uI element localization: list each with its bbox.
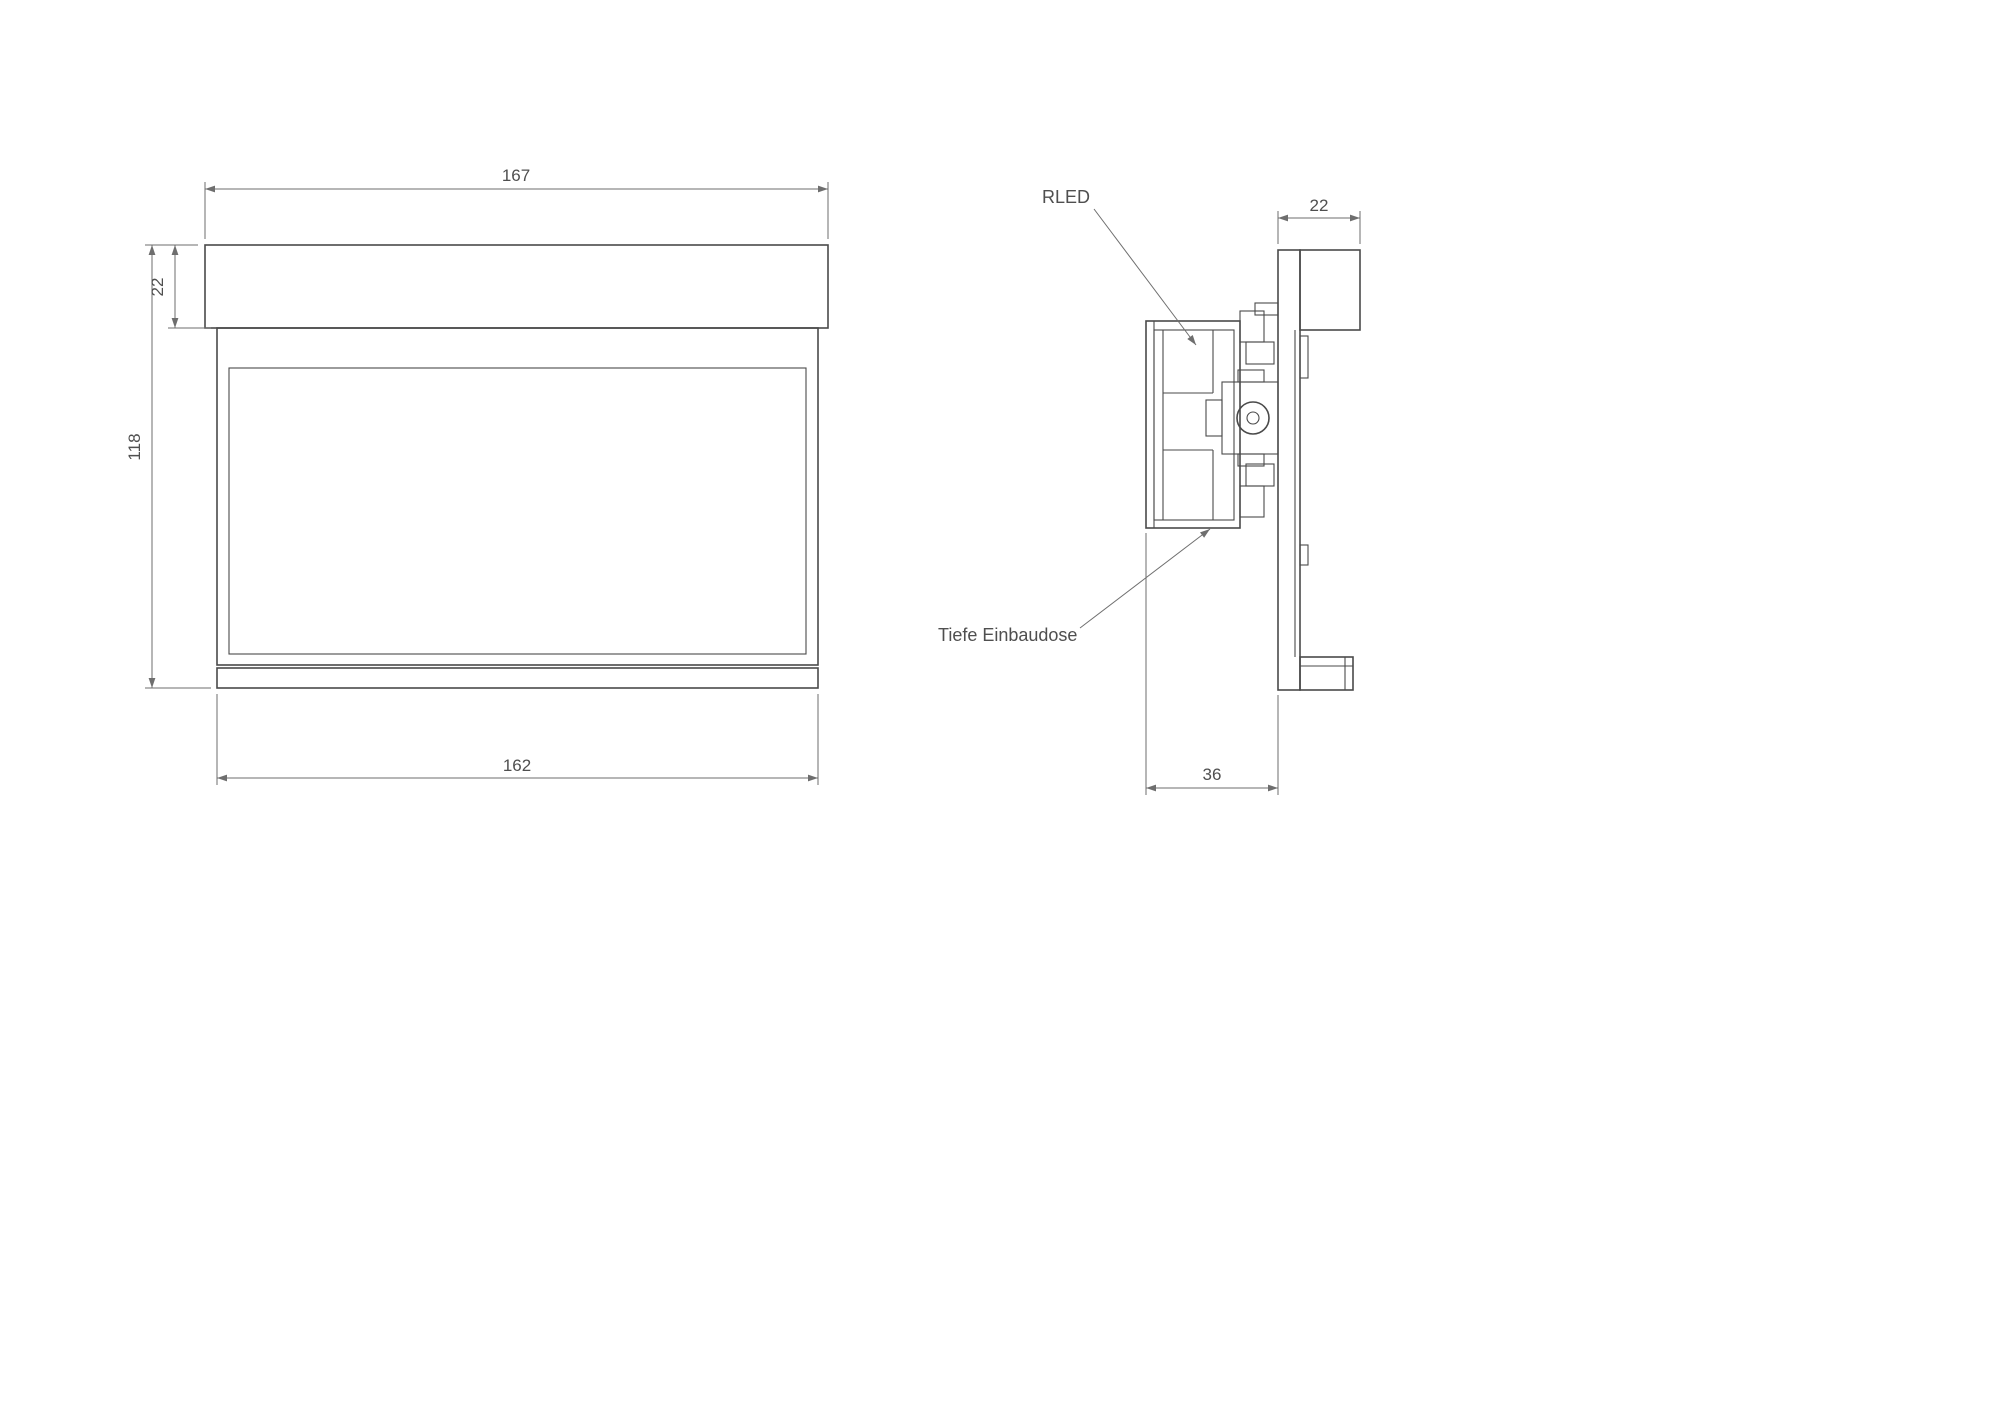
screw-head bbox=[1236, 401, 1270, 435]
einbaudose-body bbox=[1145, 320, 1241, 529]
mount-tab-top bbox=[1254, 302, 1279, 316]
dim-label-thickness-side: 22 bbox=[1310, 196, 1329, 215]
mount-claw-bottom bbox=[1239, 485, 1265, 518]
label-tiefe-einbaudose: Tiefe Einbaudose bbox=[938, 625, 1077, 645]
mount-claw-bottom-detail bbox=[1245, 463, 1275, 487]
side-plate-detail bbox=[1299, 335, 1309, 379]
side-foot bbox=[1299, 656, 1354, 691]
bracket-stub bbox=[1205, 399, 1223, 437]
leader-line-rled bbox=[1093, 208, 1197, 346]
side-plate-detail bbox=[1299, 544, 1309, 566]
mount-claw-top-detail bbox=[1245, 341, 1275, 365]
dimension-lines bbox=[145, 182, 1361, 795]
mount-claw-top bbox=[1239, 310, 1265, 343]
dim-label-box-depth: 36 bbox=[1203, 765, 1222, 784]
front-bottom-strip bbox=[216, 667, 819, 689]
label-rled: RLED bbox=[1042, 187, 1090, 207]
screw-head-center bbox=[1246, 411, 1260, 425]
dim-label-width-bottom: 162 bbox=[503, 756, 531, 775]
front-face-panel bbox=[228, 367, 807, 655]
dim-label-width-top: 167 bbox=[502, 166, 530, 185]
side-view bbox=[1145, 249, 1361, 691]
side-mount-plate bbox=[1277, 249, 1301, 691]
front-cap bbox=[204, 244, 829, 329]
bracket-notch-top bbox=[1237, 369, 1265, 383]
front-body bbox=[216, 327, 819, 666]
drawing-texts: 167 22 118 162 22 36 RLED Tiefe Einbaudo… bbox=[125, 166, 1328, 784]
dim-label-total-height: 118 bbox=[125, 433, 144, 460]
einbaudose-inner bbox=[1153, 329, 1235, 521]
dim-label-cap-height: 22 bbox=[148, 278, 167, 297]
side-cap bbox=[1299, 249, 1361, 331]
leader-line-einbaudose bbox=[1079, 528, 1211, 629]
front-view bbox=[204, 244, 829, 689]
bracket-notch-bottom bbox=[1237, 453, 1265, 467]
